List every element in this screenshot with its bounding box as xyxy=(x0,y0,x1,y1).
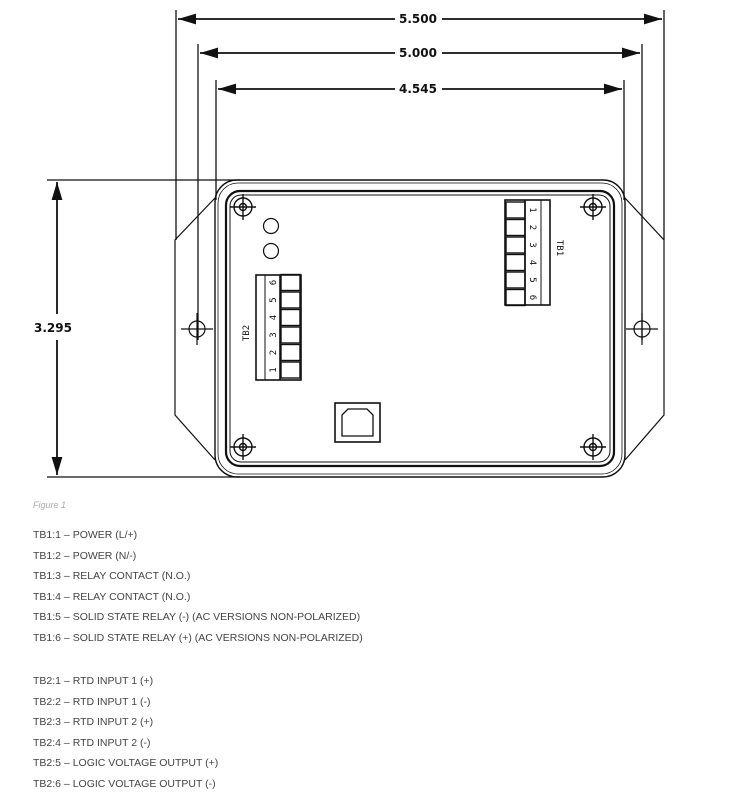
pin-number: 6 xyxy=(269,280,279,285)
mounting-flange xyxy=(174,197,665,461)
terminal-slot xyxy=(280,361,301,379)
terminal-slot xyxy=(505,201,526,219)
tb2-pinout-list: TB2:1 – RTD INPUT 1 (+) TB2:2 – RTD INPUT… xyxy=(33,671,218,795)
terminal-slot xyxy=(505,271,526,289)
dimension-body-height: 3.295 xyxy=(34,182,72,475)
pin-number: 1 xyxy=(527,207,537,212)
dimension-label: 3.295 xyxy=(34,321,72,335)
pin-number: 5 xyxy=(269,297,279,302)
terminal-slot xyxy=(505,236,526,254)
led-indicator-2 xyxy=(262,242,280,260)
pinout-item: TB1:1 – POWER (L/+) xyxy=(33,529,138,541)
tb1-label: TB1 xyxy=(554,240,564,256)
extension-lines xyxy=(47,10,665,478)
screw-icon xyxy=(580,434,606,460)
terminal-slot xyxy=(505,288,526,307)
enclosure-dimension-drawing: 5.500 5.000 4.545 3.295 xyxy=(34,10,665,478)
enclosure-body xyxy=(214,179,626,478)
corner-screws xyxy=(230,194,606,460)
terminal-slot xyxy=(280,273,301,292)
dimension-hole-spacing: 5.000 xyxy=(200,46,640,60)
dimension-label: 5.000 xyxy=(399,46,437,60)
pinout-item: TB1:5 – SOLID STATE RELAY (-) (AC VERSIO… xyxy=(33,611,361,624)
dimension-label: 4.545 xyxy=(399,82,437,96)
pin-number: 4 xyxy=(527,260,537,265)
tb2-label: TB2 xyxy=(242,325,252,341)
figure-caption: Figure 1 xyxy=(33,500,67,510)
terminal-slot xyxy=(505,218,526,237)
pinout-item: TB2:5 – LOGIC VOLTAGE OUTPUT (+) xyxy=(33,757,219,770)
pin-number: 5 xyxy=(527,277,537,282)
pinout-item: TB1:2 – POWER (N/-) xyxy=(33,549,137,562)
pin-number: 2 xyxy=(269,350,279,355)
pinout-item: TB2:3 – RTD INPUT 2 (+) xyxy=(33,716,154,729)
terminal-slot xyxy=(280,308,301,327)
pin-number: 6 xyxy=(527,295,537,300)
pin-number: 3 xyxy=(269,332,279,337)
mounting-hole-left xyxy=(181,313,213,345)
pin-number: 3 xyxy=(527,242,537,247)
dimension-label: 5.500 xyxy=(399,12,437,26)
dimension-overall-width: 5.500 xyxy=(178,12,662,26)
terminal-slot xyxy=(505,253,526,272)
mounting-hole-right xyxy=(626,313,658,345)
dimension-body-width: 4.545 xyxy=(218,82,622,96)
pin-number: 2 xyxy=(527,225,537,230)
tb1-pinout-list: TB1:1 – POWER (L/+) TB1:2 – POWER (N/-) TB… xyxy=(33,525,363,649)
terminal-slot xyxy=(280,326,301,344)
usb-b-port xyxy=(334,402,381,443)
pin-number: 1 xyxy=(269,367,279,372)
screw-icon xyxy=(230,194,256,220)
pinout-item: TB2:2 – RTD INPUT 1 (-) xyxy=(33,695,151,708)
pinout-item: TB1:6 – SOLID STATE RELAY (+) (AC VERSIO… xyxy=(33,631,363,644)
terminal-slot xyxy=(280,291,301,309)
screw-icon xyxy=(230,434,256,460)
terminal-block-tb1: 1 2 3 4 5 6 TB1 xyxy=(504,199,564,307)
pinout-item: TB2:4 – RTD INPUT 2 (-) xyxy=(33,736,151,749)
pinout-item: TB2:1 – RTD INPUT 1 (+) xyxy=(33,675,154,687)
terminal-block-tb2: 1 2 3 4 5 6 TB2 xyxy=(242,273,302,381)
led-indicator-1 xyxy=(262,217,280,235)
screw-icon xyxy=(580,194,606,220)
pin-number: 4 xyxy=(269,315,279,320)
pinout-item: TB2:6 – LOGIC VOLTAGE OUTPUT (-) xyxy=(33,777,216,790)
pinout-item: TB1:3 – RELAY CONTACT (N.O.) xyxy=(33,570,191,583)
pinout-item: TB1:4 – RELAY CONTACT (N.O.) xyxy=(33,590,191,603)
terminal-slot xyxy=(280,343,301,362)
